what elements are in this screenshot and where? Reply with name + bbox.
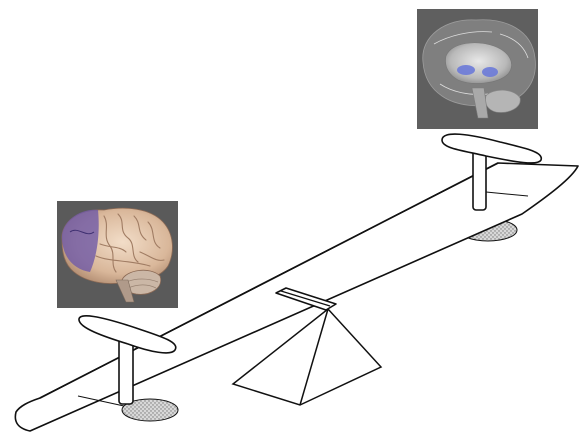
right-brain-image <box>417 9 538 129</box>
left-brain-image <box>57 201 178 308</box>
